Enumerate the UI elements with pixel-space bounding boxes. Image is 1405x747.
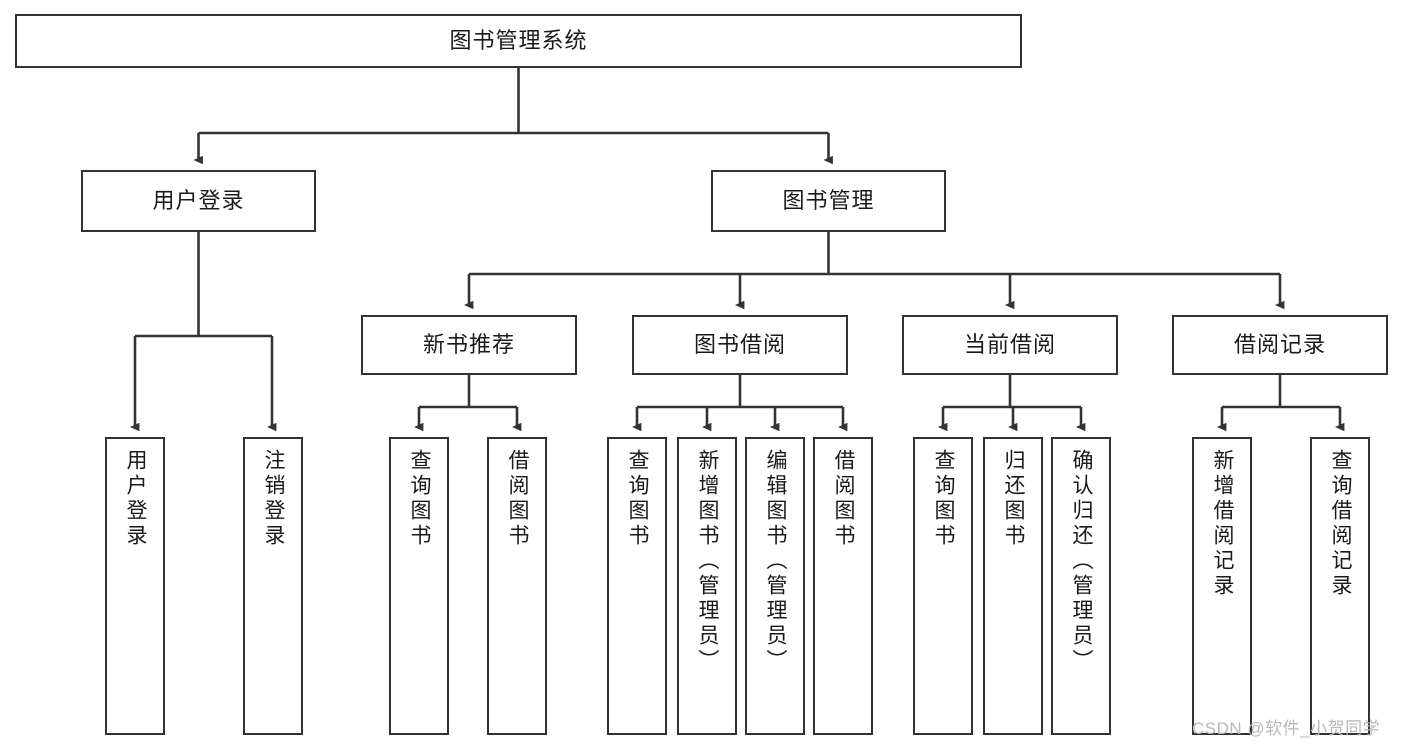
node-leaf-add-record[interactable]: 新增借阅记录 <box>1192 437 1252 735</box>
node-leaf-return-book[interactable]: 归还图书 <box>983 437 1043 735</box>
node-label: 借阅记录 <box>1233 331 1326 357</box>
node-leaf-user-login[interactable]: 用户登录 <box>105 437 165 735</box>
node-label: 编辑图书（管理员） <box>764 449 788 674</box>
node-label: 新书推荐 <box>422 331 515 357</box>
node-label: 查询图书 <box>626 449 650 549</box>
node-borrow-record[interactable]: 借阅记录 <box>1172 315 1388 375</box>
node-new-book-recommend[interactable]: 新书推荐 <box>361 315 577 375</box>
node-label: 图书借阅 <box>693 331 786 357</box>
node-leaf-add-book[interactable]: 新增图书（管理员） <box>677 437 737 735</box>
node-label: 查询图书 <box>408 449 432 549</box>
node-label: 新增图书（管理员） <box>696 449 720 674</box>
node-label: 新增借阅记录 <box>1211 449 1235 599</box>
node-label: 图书管理系统 <box>449 27 588 53</box>
node-leaf-query-book-3[interactable]: 查询图书 <box>913 437 973 735</box>
node-leaf-confirm-return[interactable]: 确认归还（管理员） <box>1051 437 1111 735</box>
node-label: 用户登录 <box>124 449 148 549</box>
node-label: 用户登录 <box>152 187 245 213</box>
node-leaf-borrow-book-1[interactable]: 借阅图书 <box>487 437 547 735</box>
csdn-watermark: CSDN @软件_小贺同学 <box>1192 719 1381 738</box>
node-label: 注销登录 <box>262 449 286 549</box>
node-label: 确认归还（管理员） <box>1070 449 1094 674</box>
node-book-borrow[interactable]: 图书借阅 <box>632 315 848 375</box>
node-leaf-query-book-2[interactable]: 查询图书 <box>607 437 667 735</box>
node-leaf-query-book-1[interactable]: 查询图书 <box>389 437 449 735</box>
node-leaf-borrow-book-2[interactable]: 借阅图书 <box>813 437 873 735</box>
node-label: 借阅图书 <box>506 449 530 549</box>
node-label: 借阅图书 <box>832 449 856 549</box>
node-user-login[interactable]: 用户登录 <box>81 170 316 232</box>
node-label: 查询借阅记录 <box>1329 449 1353 599</box>
node-root-system[interactable]: 图书管理系统 <box>15 14 1022 68</box>
node-book-manage[interactable]: 图书管理 <box>711 170 946 232</box>
node-leaf-query-record[interactable]: 查询借阅记录 <box>1310 437 1370 735</box>
node-label: 归还图书 <box>1002 449 1026 549</box>
node-label: 图书管理 <box>782 187 875 213</box>
node-leaf-user-logout[interactable]: 注销登录 <box>243 437 303 735</box>
node-label: 查询图书 <box>932 449 956 549</box>
node-leaf-edit-book[interactable]: 编辑图书（管理员） <box>745 437 805 735</box>
node-label: 当前借阅 <box>963 331 1056 357</box>
node-current-borrow[interactable]: 当前借阅 <box>902 315 1118 375</box>
